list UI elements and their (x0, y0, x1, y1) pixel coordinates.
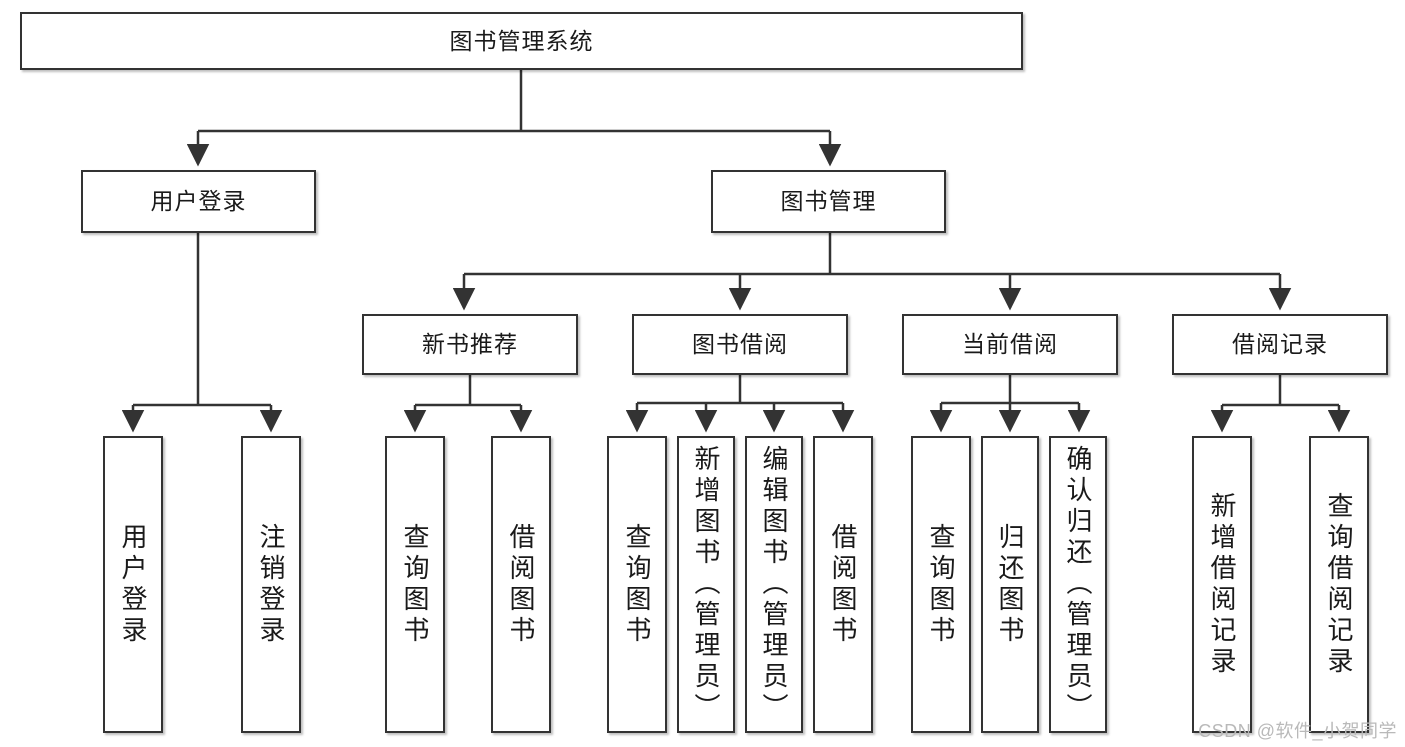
leaf-query-borrow-record[interactable]: 查询借阅记录 (1309, 436, 1369, 733)
node-label: 查询图书 (400, 522, 430, 647)
leaf-edit-book-admin[interactable]: 编辑图书（管理员） (745, 436, 803, 733)
leaf-borrow-book-recommend[interactable]: 借阅图书 (491, 436, 551, 733)
leaf-query-book-borrow[interactable]: 查询图书 (607, 436, 667, 733)
node-label: 查询借阅记录 (1324, 491, 1354, 678)
node-label: 归还图书 (995, 522, 1025, 647)
node-label: 确认归还（管理员） (1063, 445, 1093, 724)
leaf-return-book[interactable]: 归还图书 (981, 436, 1039, 733)
leaf-borrow-book[interactable]: 借阅图书 (813, 436, 873, 733)
node-new-book-recommend[interactable]: 新书推荐 (362, 314, 578, 375)
node-label: 借阅图书 (506, 522, 536, 647)
node-label: 新书推荐 (422, 331, 518, 358)
node-label: 用户登录 (150, 188, 247, 215)
node-label: 查询图书 (926, 522, 956, 647)
node-label: 新增图书（管理员） (691, 445, 721, 724)
node-borrow-records[interactable]: 借阅记录 (1172, 314, 1388, 375)
node-label: 图书借阅 (692, 331, 788, 358)
node-book-borrow[interactable]: 图书借阅 (632, 314, 848, 375)
node-label: 当前借阅 (962, 331, 1058, 358)
node-label: 注销登录 (256, 522, 286, 647)
leaf-user-login[interactable]: 用户登录 (103, 436, 163, 733)
leaf-add-book-admin[interactable]: 新增图书（管理员） (677, 436, 735, 733)
leaf-logout[interactable]: 注销登录 (241, 436, 301, 733)
node-root-system[interactable]: 图书管理系统 (20, 12, 1023, 70)
node-user-login[interactable]: 用户登录 (81, 170, 316, 233)
leaf-query-book-recommend[interactable]: 查询图书 (385, 436, 445, 733)
node-current-borrow[interactable]: 当前借阅 (902, 314, 1118, 375)
node-label: 借阅记录 (1232, 331, 1328, 358)
node-label: 查询图书 (622, 522, 652, 647)
node-book-management[interactable]: 图书管理 (711, 170, 946, 233)
node-label: 新增借阅记录 (1207, 491, 1237, 678)
leaf-confirm-return-admin[interactable]: 确认归还（管理员） (1049, 436, 1107, 733)
node-label: 借阅图书 (828, 522, 858, 647)
node-label: 编辑图书（管理员） (759, 445, 789, 724)
node-label: 图书管理 (780, 188, 877, 215)
leaf-add-borrow-record[interactable]: 新增借阅记录 (1192, 436, 1252, 733)
node-label: 图书管理系统 (449, 27, 594, 54)
node-label: 用户登录 (118, 522, 148, 647)
csdn-watermark: CSDN @软件_小贺同学 (1198, 721, 1397, 741)
leaf-query-book-current[interactable]: 查询图书 (911, 436, 971, 733)
